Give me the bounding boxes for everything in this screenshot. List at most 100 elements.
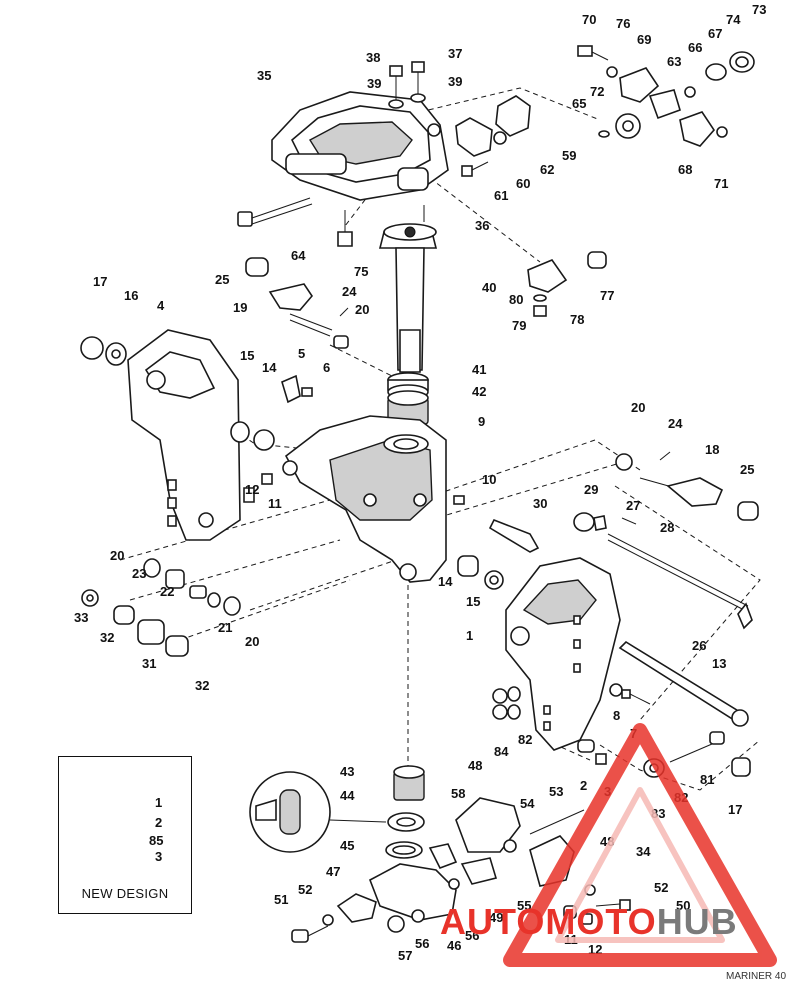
part-label-12: 12 [588,942,602,957]
part-label-17: 17 [93,274,107,289]
inset-label: 1 [155,795,162,810]
part-label-68: 68 [678,162,692,177]
bushings-20-33 [81,558,241,657]
screws-10-11-12 [243,473,465,505]
bolts-37-38 [388,61,426,109]
part-label-1: 1 [466,628,473,643]
part-label-43: 43 [340,764,354,779]
part-label-52: 52 [654,880,668,895]
part-label-32: 32 [100,630,114,645]
inset-label: 3 [155,849,162,864]
tilt-pin-18 [615,451,759,521]
part-label-46: 46 [447,938,461,953]
part-label-25: 25 [740,462,754,477]
part-label-66: 66 [688,40,702,55]
part-label-78: 78 [570,312,584,327]
part-label-6: 6 [323,360,330,375]
part-label-60: 60 [516,176,530,191]
nuts-16-17 [80,336,127,366]
part-label-79: 79 [512,318,526,333]
part-label-59: 59 [562,148,576,163]
swivel-housing-9 [282,415,447,583]
part-label-20: 20 [355,302,369,317]
part-label-73: 73 [752,2,766,17]
part-label-82: 82 [674,790,688,805]
tilt-pin-19 [245,257,349,349]
part-label-67: 67 [708,26,722,41]
part-label-35: 35 [257,68,271,83]
part-label-34: 34 [636,844,651,859]
part-label-12: 12 [245,482,259,497]
part-label-65: 65 [572,96,586,111]
hardware-5-6-14-15 [230,374,313,451]
part-label-56: 56 [465,928,479,943]
part-label-41: 41 [472,362,486,377]
part-label-57: 57 [398,948,412,963]
part-label-22: 22 [160,584,174,599]
part-label-4: 4 [157,298,165,313]
part-label-50: 50 [676,898,690,913]
right-transom-bracket-1 [505,557,621,751]
part-label-84: 84 [494,744,509,759]
part-label-64: 64 [291,248,306,263]
part-label-54: 54 [520,796,535,811]
part-label-32: 32 [195,678,209,693]
tilt-tube-13 [618,640,749,727]
part-label-58: 58 [451,786,465,801]
part-label-26: 26 [692,638,706,653]
part-label-76: 76 [616,16,630,31]
diagram-reference: MARINER 40 [725,971,786,982]
new-design-inset: 1 2 85 3 NEW DESIGN [58,756,192,914]
part-label-52: 52 [298,882,312,897]
part-label-31: 31 [142,656,156,671]
part-label-42: 42 [472,384,486,399]
detail-callout [249,771,387,853]
bushings-41-42 [387,372,429,425]
part-label-19: 19 [233,300,247,315]
part-label-44: 44 [340,788,355,803]
part-label-14: 14 [438,574,453,589]
tilt-lock-63-74 [577,45,755,147]
part-label-27: 27 [626,498,640,513]
part-label-83: 83 [651,806,665,821]
part-label-71: 71 [714,176,728,191]
part-label-9: 9 [478,414,485,429]
part-label-53: 53 [549,784,563,799]
inset-caption: NEW DESIGN [81,886,169,901]
fitting-75 [337,210,353,247]
inset-labels: 1 2 85 3 [149,795,163,864]
swivel-bracket-35 [271,91,449,201]
left-transom-bracket-4 [127,329,241,541]
tilt-rod-26 [573,512,753,630]
hardware-2-3-81-83 [577,731,751,778]
part-label-40: 40 [482,280,496,295]
part-label-74: 74 [726,12,741,27]
part-label-29: 29 [584,482,598,497]
part-label-70: 70 [582,12,596,27]
part-label-25: 25 [215,272,229,287]
bushings-14-15-right [457,555,504,590]
part-label-37: 37 [448,46,462,61]
part-label-56: 56 [415,936,429,951]
part-label-16: 16 [124,288,138,303]
part-label-30: 30 [533,496,547,511]
part-label-11: 11 [268,496,282,511]
part-label-7: 7 [630,726,637,741]
part-label-81: 81 [700,772,714,787]
hardware-7-8-82-84 [492,683,651,720]
part-label-20: 20 [631,400,645,415]
part-label-10: 10 [482,472,496,487]
part-label-24: 24 [668,416,683,431]
part-label-77: 77 [600,288,614,303]
part-label-48: 48 [600,834,614,849]
part-label-55: 55 [517,898,531,913]
part-label-38: 38 [366,50,380,65]
trim-components-59-78 [455,95,607,317]
part-label-48: 48 [468,758,482,773]
part-label-2: 2 [580,778,587,793]
part-label-72: 72 [590,84,604,99]
part-label-8: 8 [613,708,620,723]
part-label-47: 47 [326,864,340,879]
